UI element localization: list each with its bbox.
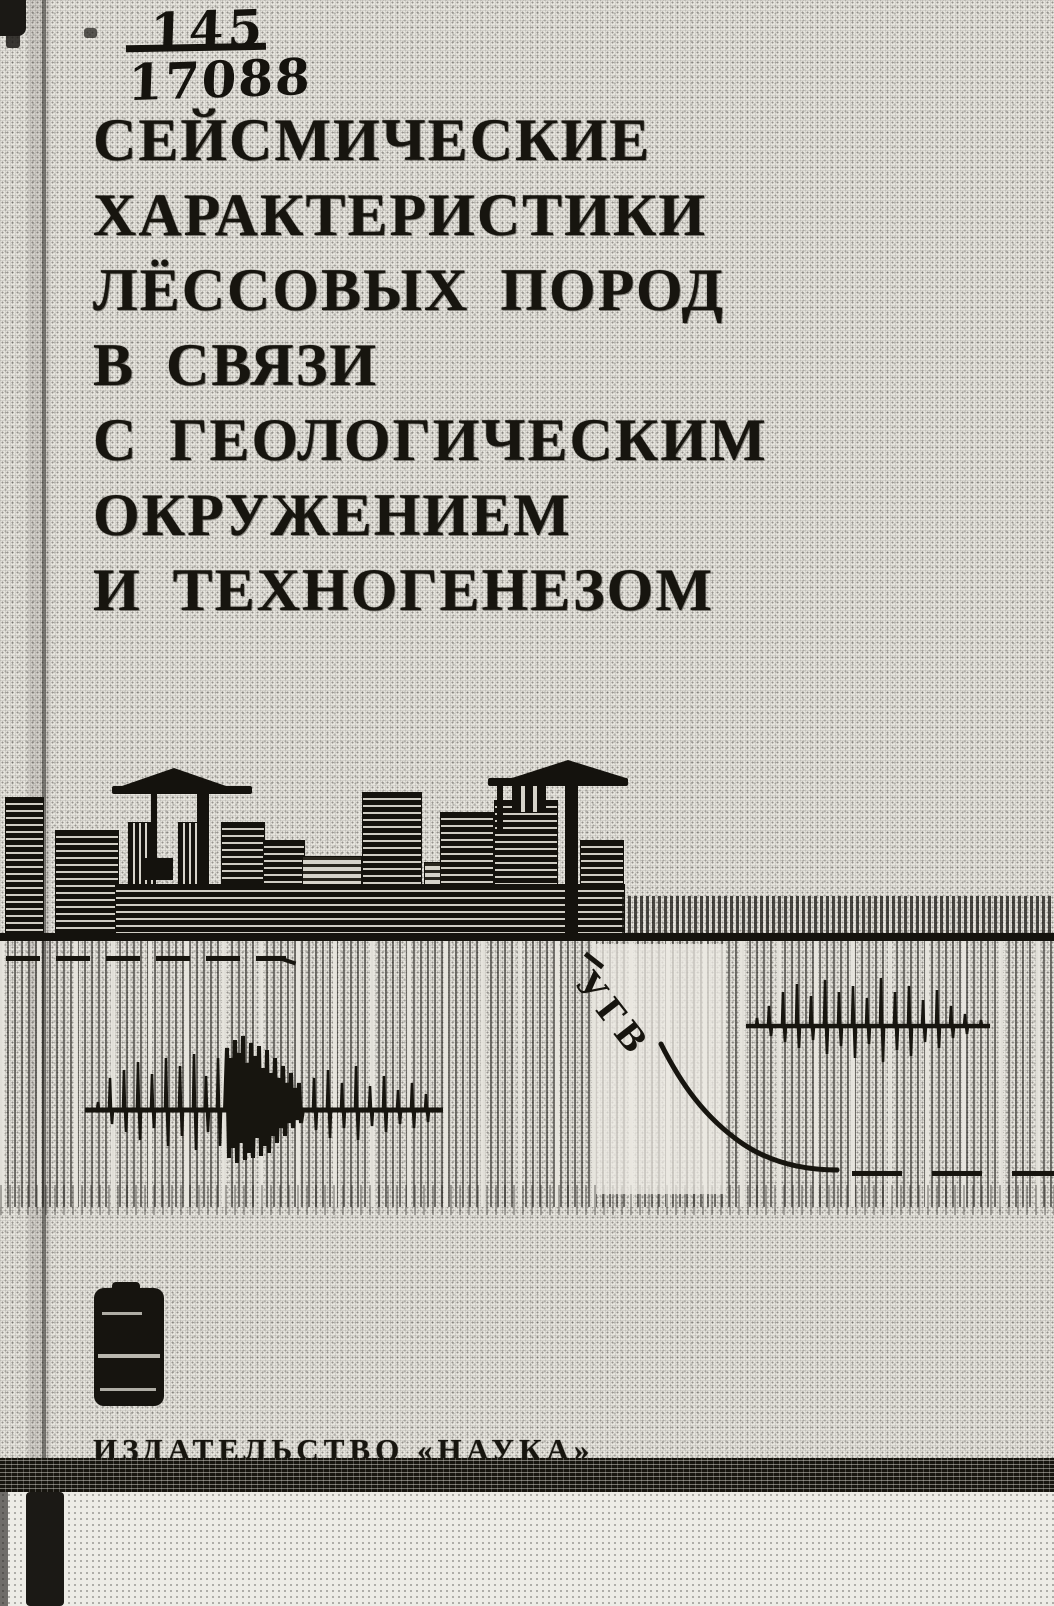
title-line: В СВЯЗИ — [93, 332, 379, 398]
title-line: СЕЙСМИЧЕСКИЕ — [93, 107, 652, 173]
title-line: ОКРУЖЕНИЕМ — [93, 482, 572, 548]
ground-line — [0, 933, 1054, 941]
logo-detail — [102, 1312, 142, 1315]
building — [5, 797, 44, 938]
title-line: С ГЕОЛОГИЧЕСКИМ — [93, 407, 768, 473]
spine-crease-line — [42, 0, 46, 1606]
crane-mast — [197, 794, 209, 886]
nauka-publisher-logo — [94, 1282, 164, 1406]
crane-boom — [488, 778, 628, 786]
logo-detail — [112, 1282, 140, 1290]
corner-smudge — [0, 0, 26, 36]
crane-cable — [151, 794, 157, 860]
corner-smudge — [6, 32, 20, 48]
seismogram-trace-right — [740, 962, 998, 1082]
title-line: ХАРАКТЕРИСТИКИ — [93, 182, 708, 248]
crane-boom — [112, 786, 252, 794]
crane-roof — [122, 768, 226, 786]
corner-smudge — [84, 28, 97, 38]
scan-dark-band — [0, 1458, 1054, 1492]
title-line: ЛЁССОВЫХ ПОРОД — [93, 257, 725, 323]
crane-mast — [565, 786, 578, 936]
corner-smudge — [26, 1492, 64, 1606]
edge-smudge — [0, 1492, 8, 1606]
paper-light-patch — [596, 944, 726, 1194]
crane-load — [145, 858, 173, 880]
groundwater-drop-curve — [655, 1040, 845, 1180]
title-line: И ТЕХНОГЕНЕЗОМ — [93, 557, 714, 623]
seismic-paper-stripes — [622, 896, 1054, 933]
building-base-row — [115, 884, 625, 938]
building — [55, 830, 119, 938]
seismic-paper-stripes — [0, 941, 1054, 1207]
crane-frame — [512, 786, 546, 812]
groundwater-dashed-line-lowered — [852, 1171, 1054, 1176]
book-title: СЕЙСМИЧЕСКИЕ ХАРАКТЕРИСТИКИ ЛЁССОВЫХ ПОР… — [93, 103, 1013, 628]
logo-detail — [100, 1388, 156, 1391]
logo-detail — [98, 1354, 160, 1358]
seismogram-trace-left — [85, 1028, 445, 1170]
seismic-paper-stripes-edge — [0, 1185, 1054, 1215]
scan-bottom-strip — [0, 1492, 1054, 1606]
groundwater-dashed-line — [6, 956, 286, 961]
crane-roof — [512, 760, 626, 778]
crane-cable — [497, 786, 503, 830]
